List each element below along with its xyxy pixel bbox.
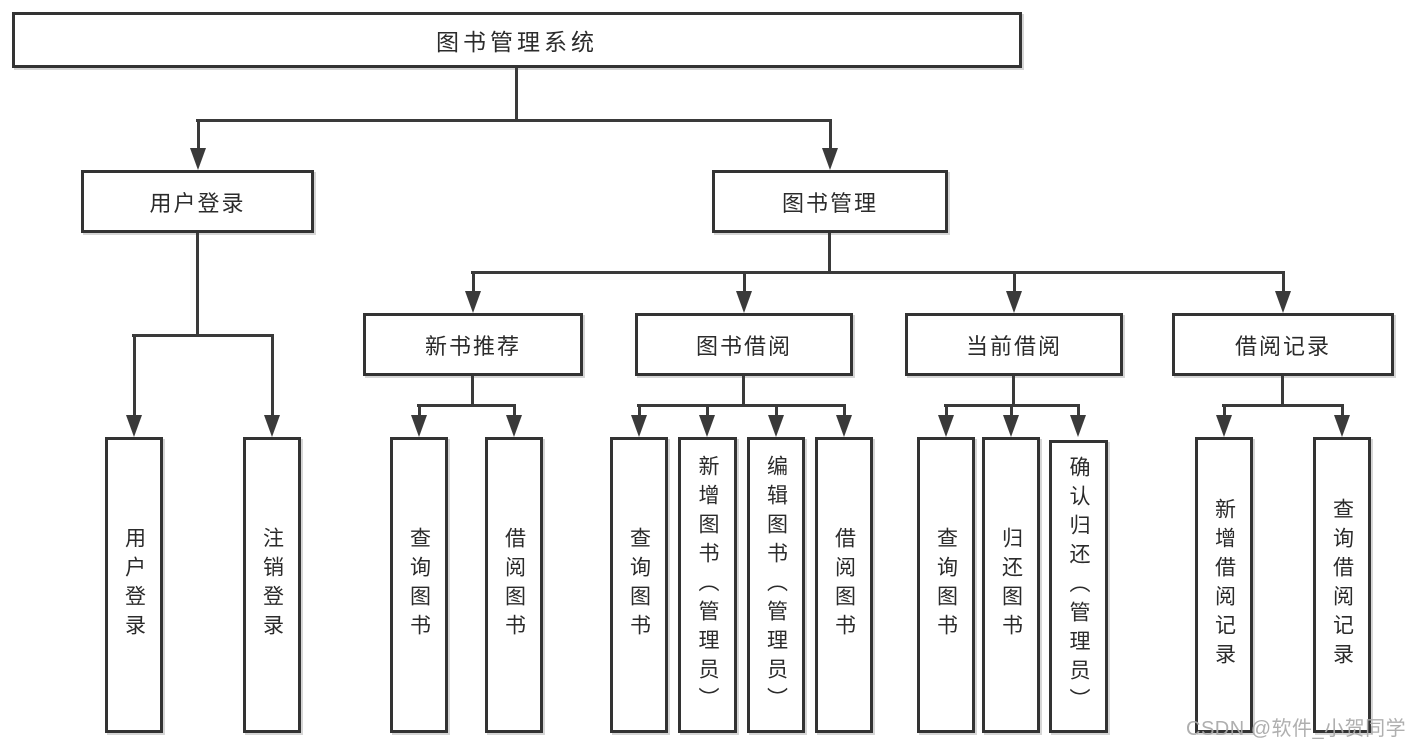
node-label: 查询图书	[627, 527, 651, 643]
node-label: 查询图书	[407, 527, 431, 643]
node-ul-user-login: 用户登录	[105, 437, 163, 733]
connector-arrow	[1070, 406, 1086, 437]
node-label: 查询图书	[934, 527, 958, 643]
node-bb-query-books: 查询图书	[610, 437, 668, 733]
node-user-login: 用户登录	[81, 170, 314, 233]
connector-arrow	[822, 120, 838, 170]
connector-line	[471, 376, 474, 406]
node-label: 编辑图书（管理员）	[764, 454, 788, 716]
node-cb-return-books: 归还图书	[982, 437, 1040, 733]
node-label: 用户登录	[149, 190, 246, 216]
node-label: 借阅记录	[1234, 333, 1331, 359]
node-label: 图书管理	[781, 190, 878, 216]
connector-line	[742, 376, 745, 406]
node-label: 新增图书（管理员）	[696, 454, 719, 716]
node-label: 查询借阅记录	[1330, 498, 1354, 672]
node-label: 用户登录	[122, 527, 146, 643]
node-label: 注销登录	[260, 527, 284, 643]
node-library-system: 图书管理系统	[12, 12, 1022, 68]
connector-line	[132, 334, 274, 337]
node-cb-query-books: 查询图书	[917, 437, 975, 733]
node-label: 新书推荐	[424, 333, 521, 359]
node-bb-add-books-admin: 新增图书（管理员）	[678, 437, 737, 733]
connector-arrow	[264, 335, 280, 437]
node-label: 归还图书	[999, 527, 1023, 643]
connector-arrow	[631, 406, 647, 437]
connector-arrow	[836, 406, 852, 437]
node-book-borrowing: 图书借阅	[635, 313, 853, 376]
node-book-management: 图书管理	[712, 170, 948, 233]
node-label: 图书借阅	[695, 333, 792, 359]
connector-arrow	[506, 406, 522, 437]
connector-line	[1012, 376, 1015, 406]
connector-line	[515, 68, 518, 120]
connector-line	[637, 404, 846, 407]
connector-line	[417, 404, 516, 407]
node-br-query-record: 查询借阅记录	[1313, 437, 1371, 733]
node-label: 确认归还（管理员）	[1067, 456, 1090, 717]
node-bb-borrow-books: 借阅图书	[815, 437, 873, 733]
connector-line	[828, 233, 831, 273]
connector-arrow	[465, 273, 481, 313]
node-label: 当前借阅	[965, 333, 1062, 359]
connector-arrow	[126, 335, 142, 437]
node-nb-borrow-books: 借阅图书	[485, 437, 543, 733]
connector-line	[196, 119, 832, 122]
connector-arrow	[1334, 406, 1350, 437]
connector-arrow	[938, 406, 954, 437]
connector-arrow	[1275, 273, 1291, 313]
node-label: 图书管理系统	[436, 29, 598, 55]
connector-arrow	[699, 406, 715, 437]
node-current-borrowing: 当前借阅	[905, 313, 1123, 376]
connector-arrow	[768, 406, 784, 437]
connector-line	[1281, 376, 1284, 406]
connector-line	[1222, 404, 1344, 407]
node-ul-logout: 注销登录	[243, 437, 301, 733]
node-new-book-recommend: 新书推荐	[363, 313, 583, 376]
connector-arrow	[1216, 406, 1232, 437]
node-br-add-record: 新增借阅记录	[1195, 437, 1253, 733]
connector-line	[196, 233, 199, 335]
connector-arrow	[1003, 406, 1019, 437]
node-nb-query-books: 查询图书	[390, 437, 448, 733]
node-label: 借阅图书	[502, 527, 526, 643]
connector-arrow	[1006, 273, 1022, 313]
connector-line	[471, 271, 1285, 274]
connector-arrow	[190, 120, 206, 170]
node-label: 借阅图书	[832, 527, 856, 643]
connector-arrow	[736, 273, 752, 313]
node-cb-confirm-return-admin: 确认归还（管理员）	[1049, 440, 1108, 733]
watermark-csdn: CSDN @软件_小贺同学	[1186, 718, 1405, 740]
node-label: 新增借阅记录	[1212, 498, 1236, 672]
connector-arrow	[411, 406, 427, 437]
node-bb-edit-books-admin: 编辑图书（管理员）	[747, 437, 805, 733]
node-borrowing-records: 借阅记录	[1172, 313, 1394, 376]
